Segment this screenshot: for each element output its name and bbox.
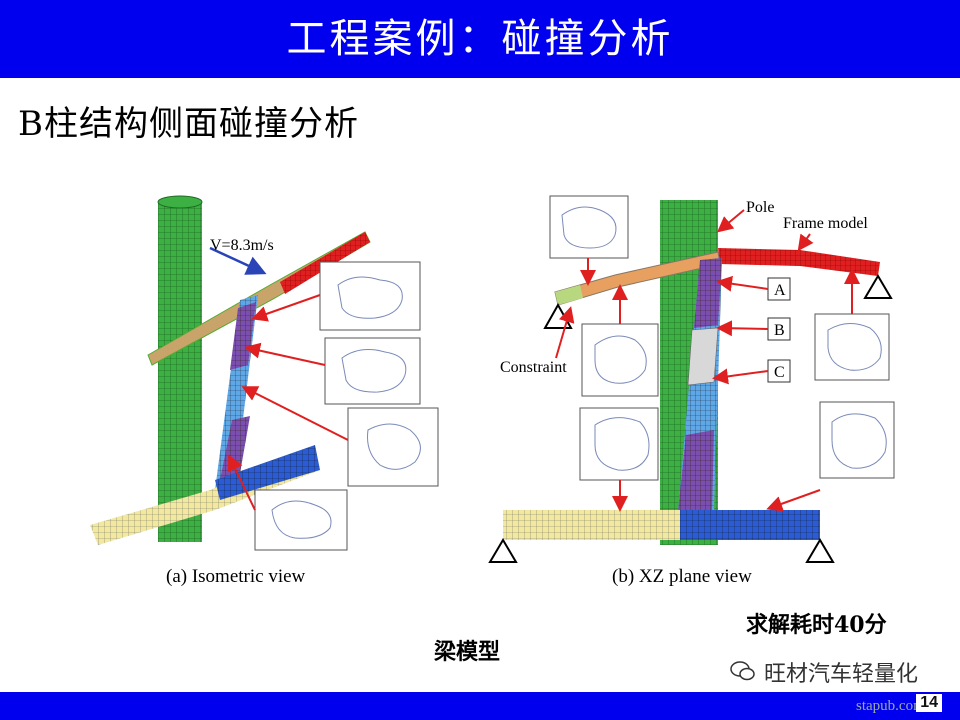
section-boxes-xz bbox=[549, 195, 895, 481]
crash-analysis-figure: V=8.3m/s bbox=[90, 195, 895, 563]
model-type-note: 梁模型 bbox=[434, 639, 501, 665]
section-label-a: A bbox=[774, 282, 786, 299]
footer-bar bbox=[0, 692, 960, 720]
caption-isometric: (a) Isometric view bbox=[166, 566, 306, 587]
page-number: 14 bbox=[916, 694, 942, 712]
section-boxes-isometric bbox=[254, 261, 439, 551]
wechat-icon bbox=[730, 661, 755, 681]
xz-plane-view: Pole Frame model Constraint A B C bbox=[488, 195, 895, 563]
pole-label: Pole bbox=[746, 199, 774, 216]
pole-isometric bbox=[158, 202, 202, 542]
section-label-b: B bbox=[774, 322, 785, 339]
isometric-view: V=8.3m/s bbox=[90, 195, 439, 551]
section-label-c: C bbox=[774, 364, 785, 381]
watermark-text: 旺材汽车轻量化 bbox=[764, 662, 919, 687]
velocity-label: V=8.3m/s bbox=[210, 237, 274, 254]
slide-subtitle: B柱结构侧面碰撞分析 bbox=[18, 104, 359, 144]
constraint-triangles bbox=[488, 274, 893, 563]
caption-xz-plane: (b) XZ plane view bbox=[612, 566, 752, 587]
watermark-url: stapub.com bbox=[856, 698, 925, 714]
constraint-label: Constraint bbox=[500, 359, 567, 376]
solve-time-note: 求解耗时40分 bbox=[746, 612, 887, 638]
rocker-right bbox=[680, 510, 820, 540]
slide-title: 工程案例：碰撞分析 bbox=[286, 16, 674, 62]
roof-rail-right bbox=[718, 248, 880, 276]
rocker-left bbox=[503, 510, 683, 540]
title-bar bbox=[0, 0, 960, 78]
frame-model-label: Frame model bbox=[783, 215, 868, 232]
